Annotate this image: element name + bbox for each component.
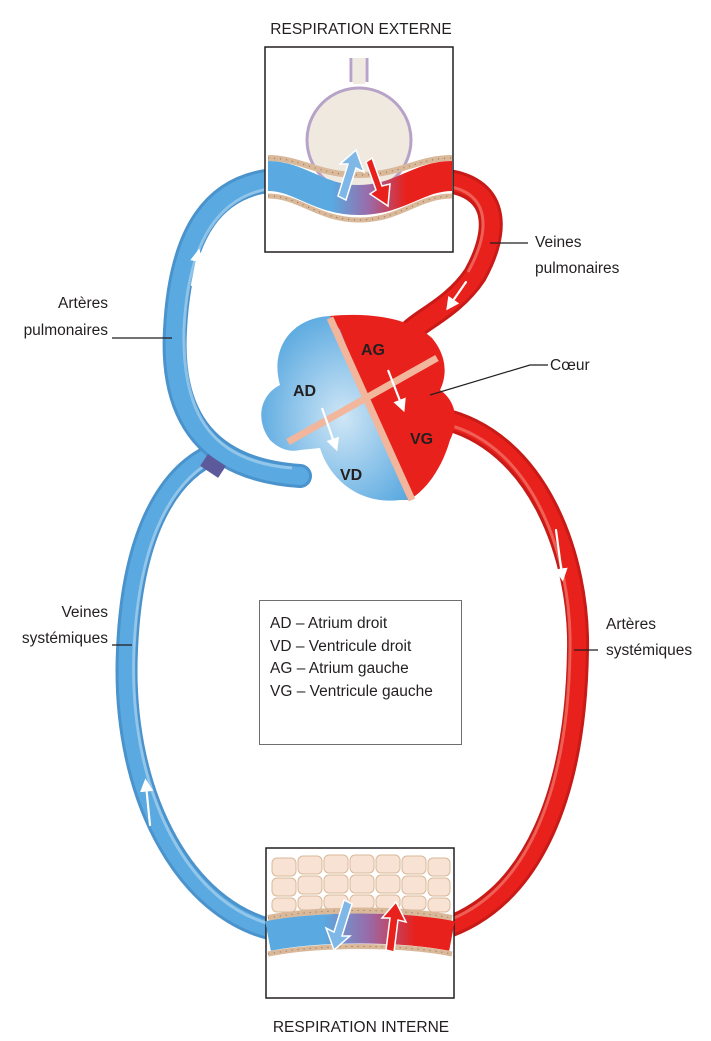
systemic-capillary	[268, 929, 452, 937]
external-respiration-inset	[265, 47, 453, 252]
legend-item-ad: AD – Atrium droit	[270, 613, 461, 636]
chamber-ag: AG	[361, 342, 385, 359]
legend-item-vg: VG – Ventricule gauche	[270, 681, 461, 704]
legend: AD – Atrium droit VD – Ventricule droit …	[259, 600, 462, 745]
label-heart: Cœur	[550, 357, 590, 374]
chamber-ad: AD	[293, 383, 316, 400]
label-pulm-arteries-2: pulmonaires	[24, 322, 109, 339]
chamber-vg: VG	[410, 431, 433, 448]
label-syst-veins-2: systémiques	[22, 630, 108, 647]
label-syst-arteries-1: Artères	[606, 616, 656, 633]
title-internal-respiration: RESPIRATION INTERNE	[273, 1019, 449, 1036]
label-pulm-arteries-1: Artères	[58, 295, 108, 312]
legend-item-vd: VD – Ventricule droit	[270, 636, 461, 659]
label-syst-veins-1: Veines	[61, 604, 108, 621]
leader-heart	[430, 365, 548, 395]
title-external-respiration: RESPIRATION EXTERNE	[270, 21, 451, 38]
label-syst-arteries-2: systémiques	[606, 642, 692, 659]
legend-item-ag: AG – Atrium gauche	[270, 658, 461, 681]
chamber-vd: VD	[340, 467, 362, 484]
label-pulm-veins-2: pulmonaires	[535, 260, 620, 277]
label-pulm-veins-1: Veines	[535, 234, 582, 251]
internal-respiration-inset	[266, 848, 454, 998]
